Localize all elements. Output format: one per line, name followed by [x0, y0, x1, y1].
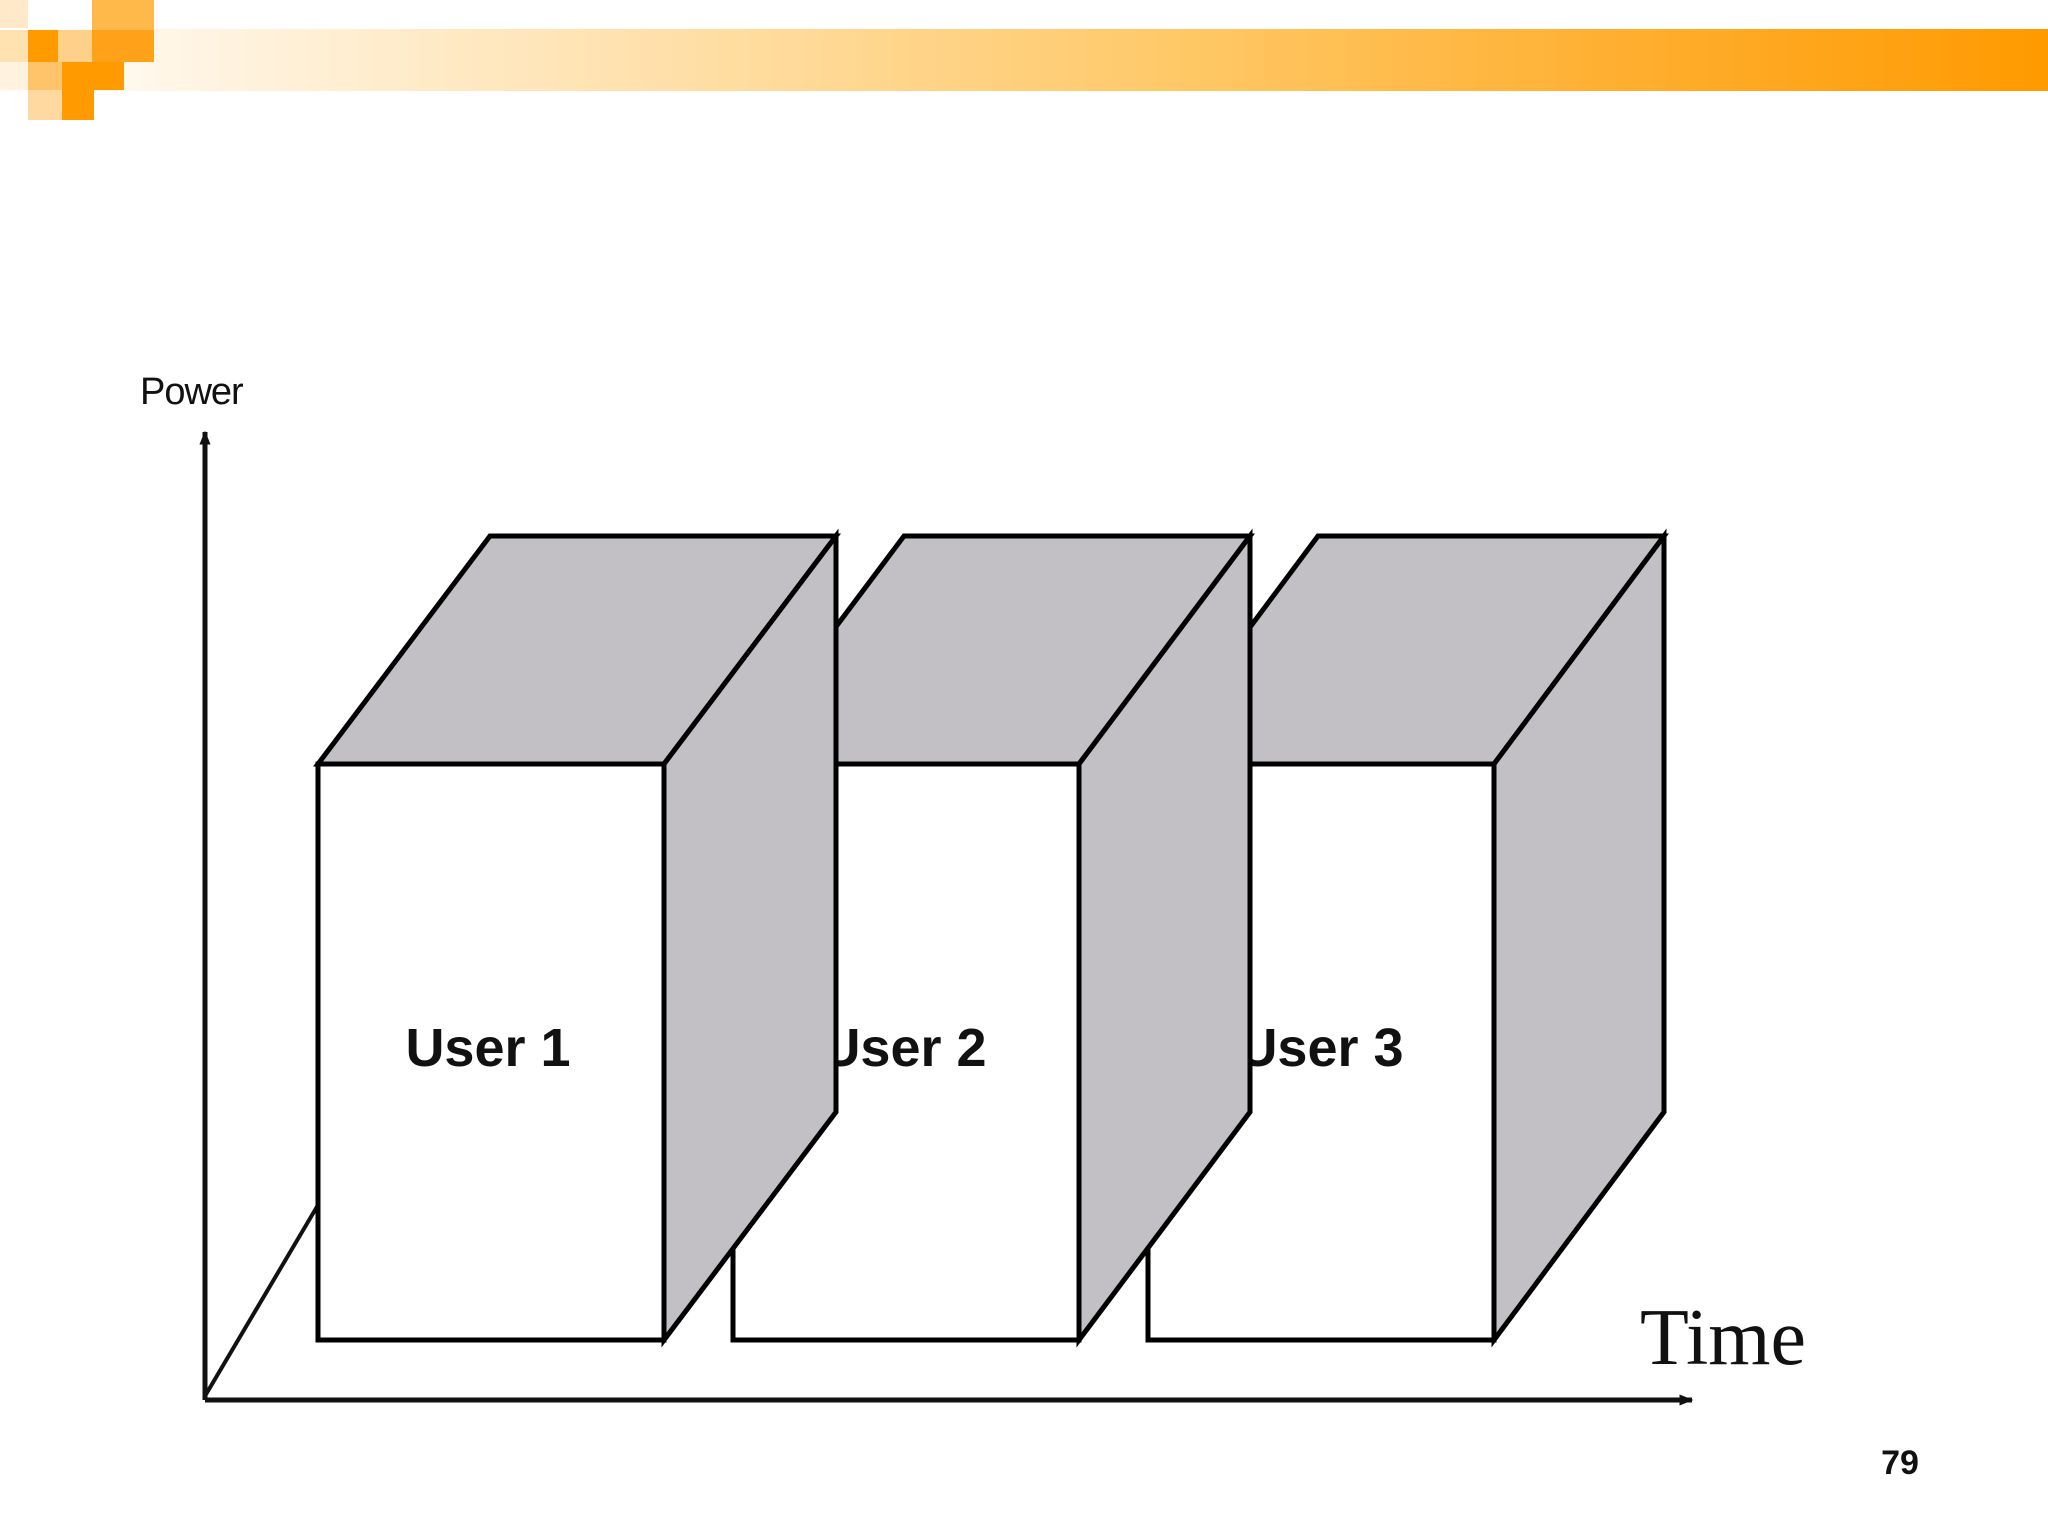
user-1-block: User 1 [312, 528, 842, 1348]
power-axis-label: Power [140, 371, 244, 413]
time-axis-label: Time [1640, 1294, 1806, 1382]
title-bar [0, 29, 2048, 91]
page-number: 79 [1881, 1444, 1919, 1482]
user-1-label: User 1 [405, 1018, 570, 1078]
orange-pixel-block-icon [0, 0, 154, 120]
user-1-block-front [315, 761, 667, 1343]
user-2-label: User 2 [821, 1018, 986, 1078]
user-3-label: User 3 [1238, 1018, 1403, 1078]
depth-axis [203, 1203, 320, 1398]
